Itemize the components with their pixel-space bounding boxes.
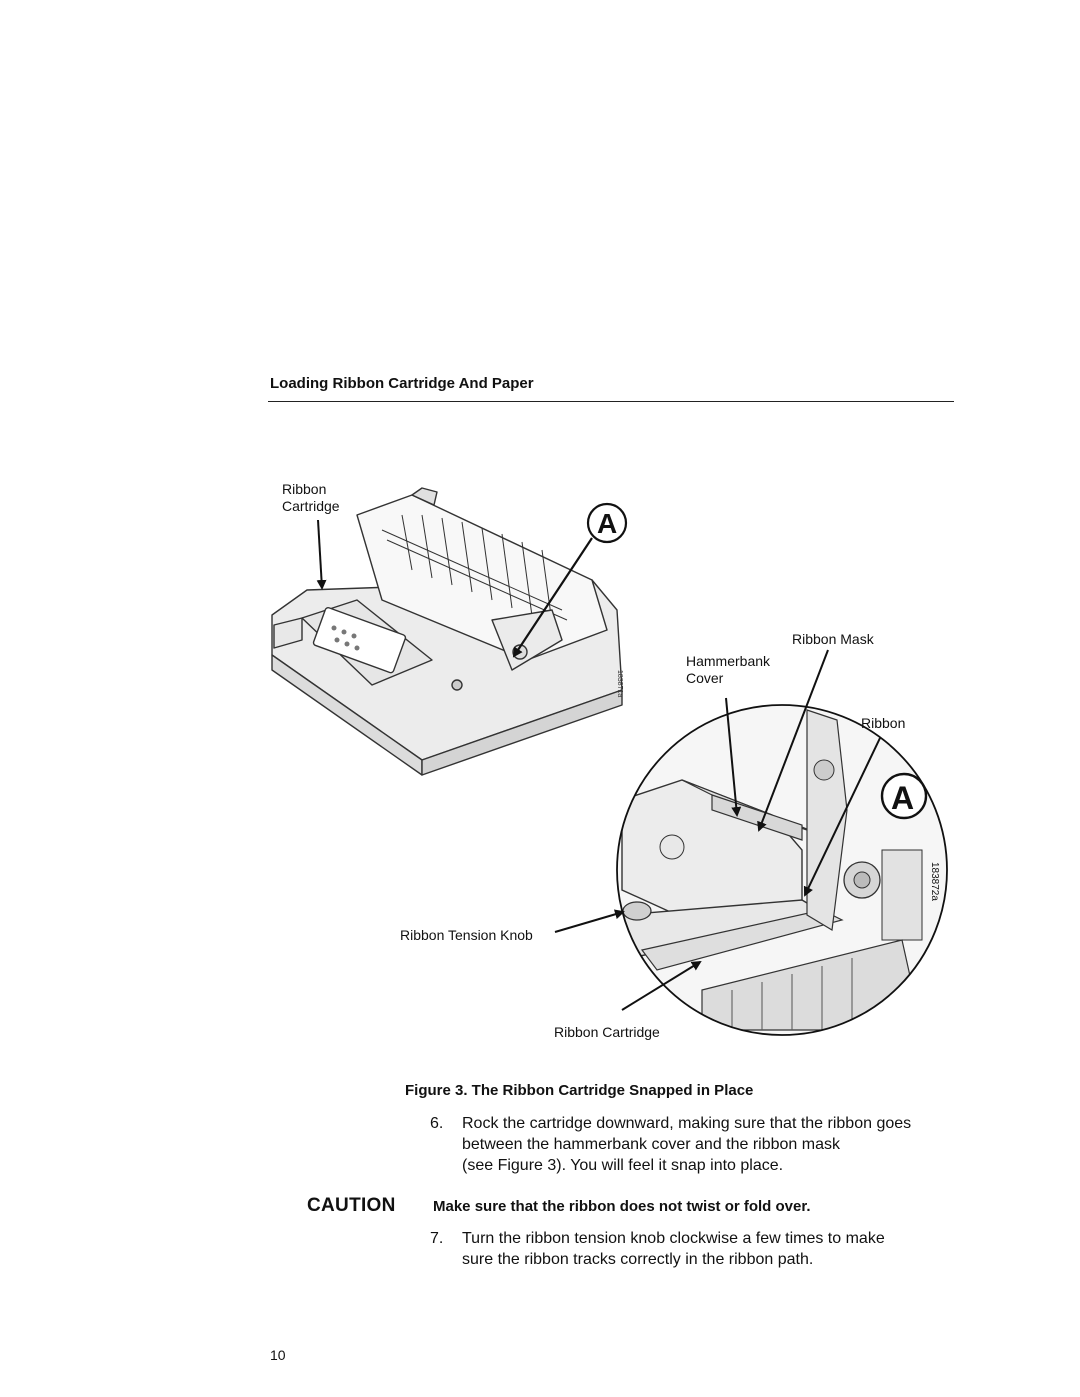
arrow-tension-knob xyxy=(554,909,625,933)
label-ribbon-cartridge-bottom: Ribbon Cartridge xyxy=(554,1024,660,1040)
caution-label: CAUTION xyxy=(307,1195,396,1216)
label-ribbon-tension-knob: Ribbon Tension Knob xyxy=(400,927,533,943)
section-rule xyxy=(268,401,954,402)
page-number: 10 xyxy=(270,1347,286,1363)
ribbon-cartridge-figure: 183871a xyxy=(271,487,948,1036)
magnified-border xyxy=(616,704,948,1036)
callout-a-circle-bottom xyxy=(880,772,928,820)
arrow-ribbon-cartridge-top xyxy=(316,519,327,590)
arrow-ribbon-cartridge-bottom xyxy=(621,960,702,1011)
arrow-ribbon-mask xyxy=(757,649,829,832)
step-7: 7. Turn the ribbon tension knob clockwis… xyxy=(430,1228,990,1272)
printer-illustration xyxy=(271,487,623,776)
callout-a-letter-bottom: A xyxy=(891,780,915,816)
step-line: Turn the ribbon tension knob clockwise a… xyxy=(462,1230,885,1247)
label-ribbon: Ribbon xyxy=(861,715,906,731)
step-number: 6. xyxy=(430,1115,444,1132)
label-ribbon-mask: Ribbon Mask xyxy=(792,631,874,647)
arrow-hammerbank-cover xyxy=(725,697,742,817)
callout-a-letter-top: A xyxy=(597,508,618,539)
step-6: 6. Rock the cartridge downward, making s… xyxy=(430,1113,990,1177)
magnified-detail xyxy=(617,705,947,1035)
caution-text: Make sure that the ribbon does not twist… xyxy=(433,1198,811,1215)
callout-a-circle-top xyxy=(586,502,628,544)
step-line: (see Figure 3). You will feel it snap in… xyxy=(462,1157,784,1174)
step-line: sure the ribbon tracks correctly in the … xyxy=(462,1251,814,1268)
arrow-ribbon xyxy=(803,737,881,897)
part-number: 183872a xyxy=(929,862,940,901)
step-number: 7. xyxy=(430,1230,444,1247)
section-title: Loading Ribbon Cartridge And Paper xyxy=(270,375,534,392)
step-line: between the hammerbank cover and the rib… xyxy=(462,1136,840,1153)
arrow-callout-a-top xyxy=(512,537,593,658)
svg-text:183871a: 183871a xyxy=(616,670,623,697)
figure-caption: Figure 3. The Ribbon Cartridge Snapped i… xyxy=(405,1082,754,1099)
label-hammerbank-cover: Hammerbank Cover xyxy=(686,653,771,686)
label-ribbon-cartridge-top: Ribbon Cartridge xyxy=(282,481,340,514)
step-line: Rock the cartridge downward, making sure… xyxy=(462,1115,912,1132)
